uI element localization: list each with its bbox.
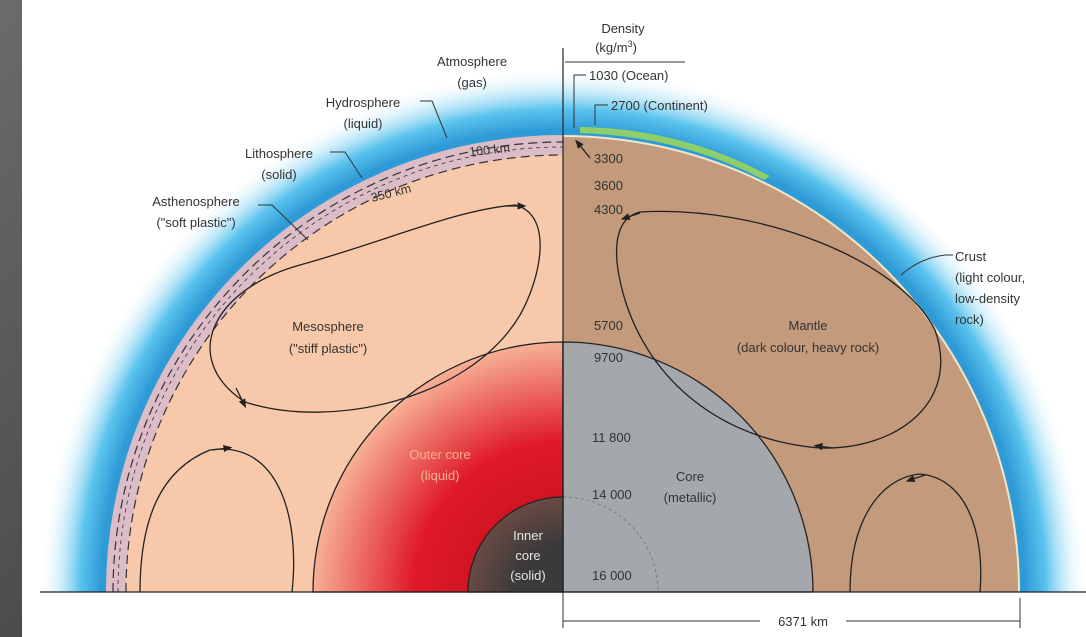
convection-loop-mesosphere	[209, 204, 541, 413]
mesosphere-state: ("stiff plastic")	[289, 341, 367, 356]
continent-crust	[580, 127, 770, 180]
leader-ocean	[573, 74, 586, 128]
crust-description-1: (light colour,	[955, 270, 1025, 285]
density-header: Density	[601, 21, 645, 36]
density-4300: 4300	[594, 202, 623, 217]
hydrosphere-state: (liquid)	[343, 116, 382, 131]
boundary-350km	[125, 154, 564, 593]
density-14000: 14 000	[592, 487, 632, 502]
asthenosphere-label: Asthenosphere	[152, 194, 239, 209]
hydrosphere-label: Hydrosphere	[326, 95, 400, 110]
depth-100km-label: 100 km	[468, 141, 510, 159]
atmosphere-state: (gas)	[457, 75, 487, 90]
crust-label: Crust	[955, 249, 986, 264]
density-11800: 11 800	[592, 430, 631, 445]
convection-loop-mantle	[615, 210, 942, 449]
outer-core-state: (liquid)	[420, 468, 459, 483]
leader-hydrosphere	[420, 100, 448, 139]
atmosphere-label: Atmosphere	[437, 54, 507, 69]
inner-core-label-2: core	[515, 548, 540, 563]
density-units: (kg/m3)	[595, 39, 637, 55]
convection-loop-lower-right	[849, 473, 982, 593]
ocean-density-label: 1030 (Ocean)	[589, 68, 669, 83]
convection-arrow-4	[620, 212, 641, 221]
leader-asthenosphere	[258, 204, 309, 241]
inner-core-state: (solid)	[510, 568, 545, 583]
lithosphere-label: Lithosphere	[245, 146, 313, 161]
density-3600: 3600	[594, 178, 623, 193]
leader-lithosphere	[330, 151, 363, 179]
crust-description-2: low-density	[955, 291, 1021, 306]
density-16000: 16 000	[592, 568, 632, 583]
convection-arrow-2	[235, 387, 247, 409]
leader-crust	[900, 254, 953, 276]
density-3300: 3300	[594, 151, 623, 166]
asthenosphere-state: ("soft plastic")	[156, 215, 235, 230]
core-region	[562, 341, 814, 593]
radius-label: 6371 km	[778, 614, 828, 629]
lithosphere-depth-arrow	[575, 139, 591, 159]
inner-core-region	[467, 496, 564, 593]
mantle-label: Mantle	[788, 318, 827, 333]
inner-core-right	[562, 496, 659, 593]
core-description: (metallic)	[664, 490, 717, 505]
mesosphere-label: Mesosphere	[292, 319, 364, 334]
boundary-asthenosphere	[117, 146, 564, 593]
convection-arrow-6	[905, 474, 926, 483]
core-label: Core	[676, 469, 704, 484]
lithosphere-state: (solid)	[261, 167, 296, 182]
convection-loop-lower-left	[139, 448, 295, 593]
density-5700: 5700	[594, 318, 623, 333]
outer-core-label: Outer core	[409, 447, 470, 462]
density-9700: 9700	[594, 350, 623, 365]
leader-continent	[594, 104, 608, 125]
mantle-description: (dark colour, heavy rock)	[737, 340, 879, 355]
convection-arrow-3	[211, 444, 233, 453]
continent-density-label: 2700 (Continent)	[611, 98, 708, 113]
convection-arrow-5	[813, 442, 834, 451]
inner-core-label-1: Inner	[513, 528, 543, 543]
crust-description-3: rock)	[955, 312, 984, 327]
boundary-100km	[112, 141, 564, 593]
